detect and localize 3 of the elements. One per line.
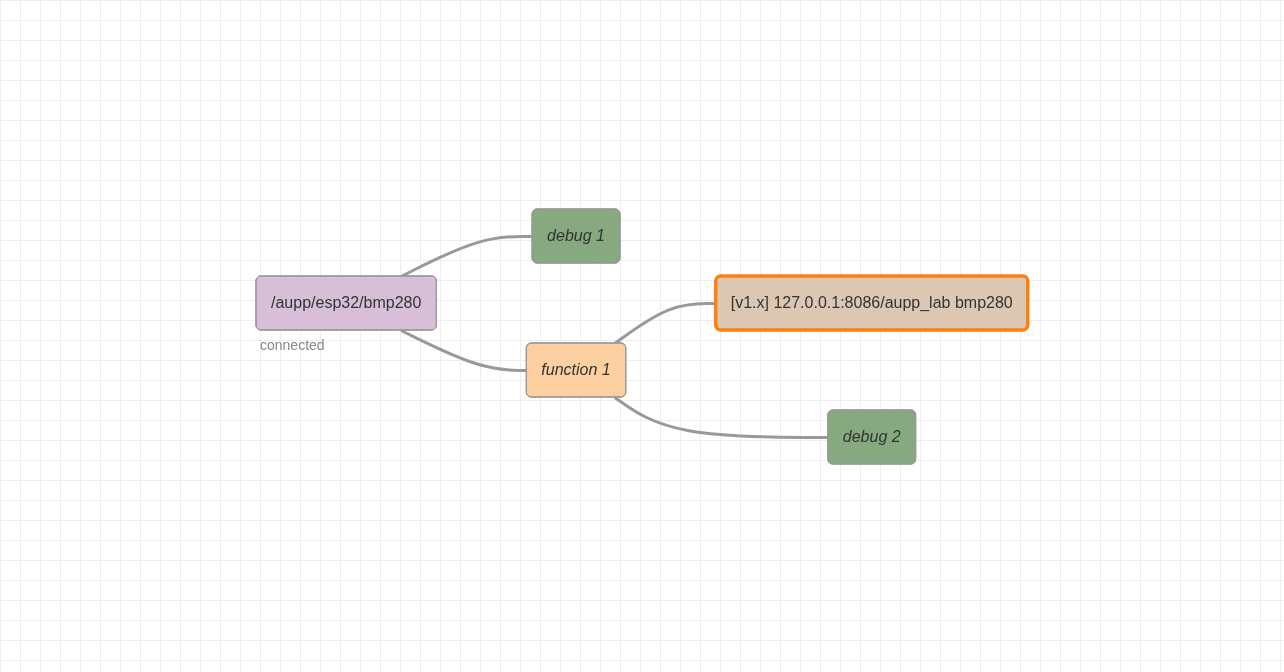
node-label: connected <box>260 336 325 353</box>
connector <box>400 328 527 372</box>
connector <box>613 395 829 439</box>
